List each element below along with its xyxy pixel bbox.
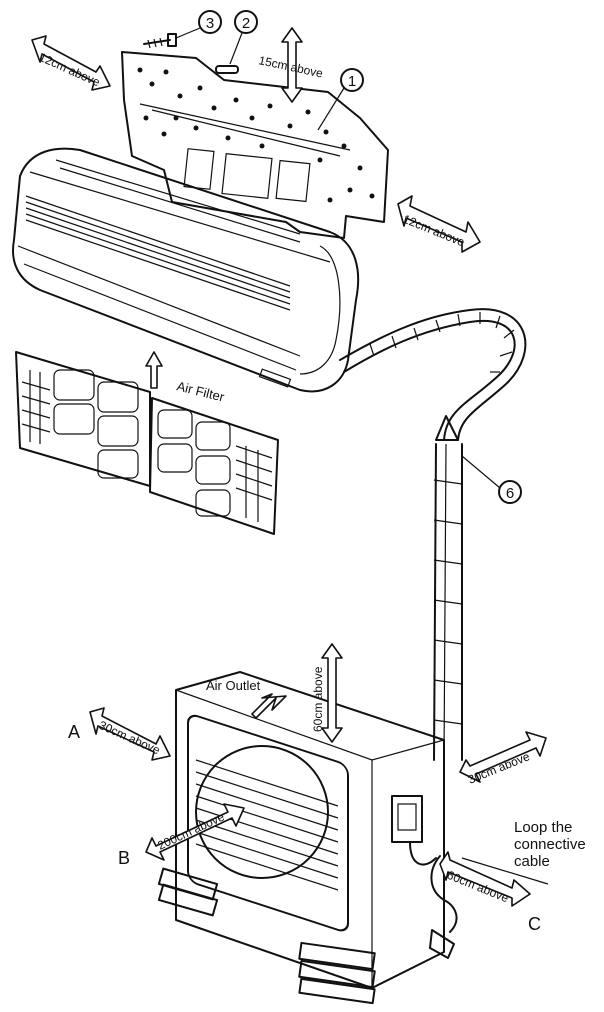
- air-filter-left: [15, 351, 151, 487]
- label-c: C: [528, 914, 541, 934]
- clearance-arrow-top-left: 12cm above: [31, 35, 111, 91]
- outdoor-unit-support-blocks: [157, 867, 376, 1005]
- indoor-unit: [12, 147, 360, 393]
- callout-1: 1: [317, 68, 364, 131]
- svg-text:6: 6: [506, 485, 514, 502]
- label-b: B: [118, 848, 130, 868]
- wall-plug-part: [215, 65, 239, 74]
- screw-part: [143, 33, 177, 49]
- svg-text:2: 2: [242, 15, 250, 32]
- svg-text:30cm above: 30cm above: [97, 718, 163, 758]
- clearance-arrow-outdoor-top: 60cm above: [311, 643, 343, 743]
- loop-cable-label-line1: Loop the: [514, 819, 572, 836]
- cable-loop: [429, 855, 549, 959]
- callout-3: 3: [175, 10, 222, 39]
- refrigerant-pipe: [339, 308, 527, 761]
- air-filter-up-arrow: [145, 351, 163, 389]
- svg-text:60cm above: 60cm above: [311, 666, 325, 732]
- air-filter-label: Air Filter: [175, 378, 226, 404]
- clearance-arrow-b: 200cm above: [145, 803, 245, 861]
- callout-2: 2: [229, 10, 258, 65]
- loop-cable-label-line3: cable: [514, 853, 550, 870]
- clearance-arrow-a: 30cm above: [89, 707, 171, 761]
- svg-text:3: 3: [206, 15, 214, 32]
- air-filter-right: [149, 397, 279, 535]
- callout-6: 6: [461, 455, 522, 504]
- outdoor-unit: [175, 671, 445, 989]
- air-outlet-arrow: [251, 693, 287, 719]
- svg-text:1: 1: [348, 73, 356, 90]
- clearance-arrow-right-outdoor: 30cm above: [459, 731, 547, 787]
- label-a: A: [68, 722, 80, 742]
- loop-cable-label-line2: connective: [514, 836, 586, 853]
- air-outlet-label: Air Outlet: [206, 678, 261, 693]
- mounting-plate: [121, 51, 389, 239]
- clearance-arrow-right-indoor: 12cm above: [397, 195, 481, 253]
- svg-text:200cm above: 200cm above: [155, 809, 227, 852]
